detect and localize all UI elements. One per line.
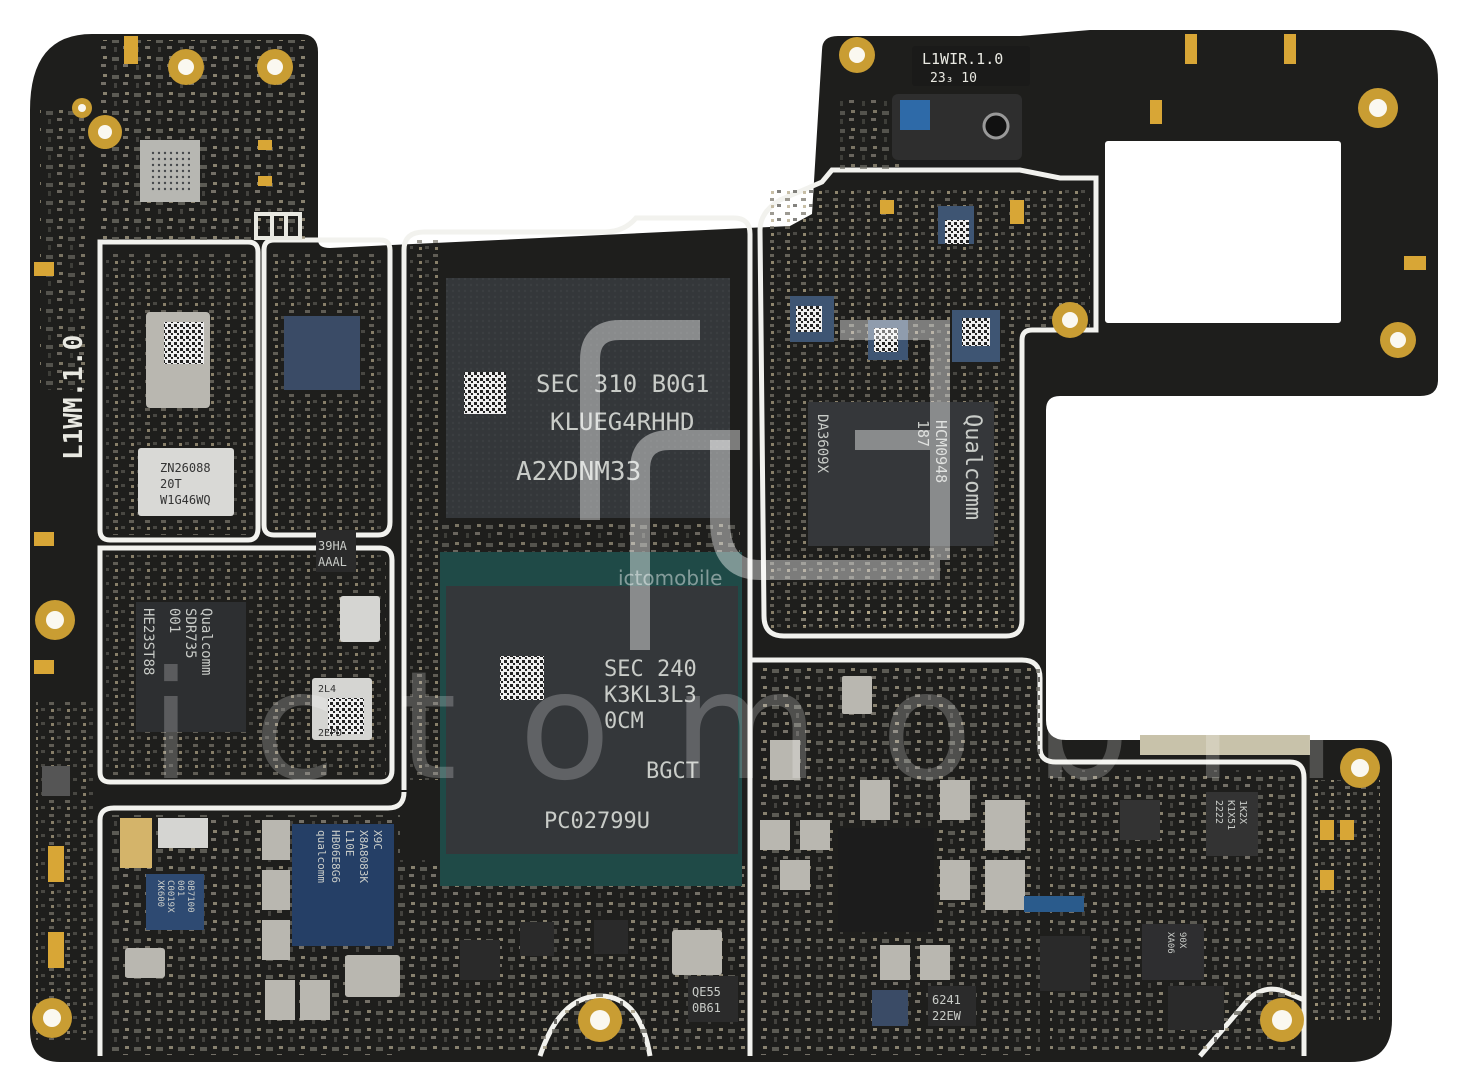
passive-components — [36, 40, 1380, 1055]
chip-small-d: QE55 0B61 — [688, 976, 738, 1022]
ram-line3: 0CM — [604, 709, 644, 734]
chip-small-f: 1K2X K1X51 2222 — [1213, 800, 1248, 830]
svg-text:001: 001 — [175, 880, 185, 896]
chip-small-a: ZN26088 20T W1G46WQ — [160, 461, 211, 507]
black-chip — [838, 828, 934, 932]
svg-text:90X: 90X — [1177, 932, 1187, 949]
mounting-holes — [32, 37, 1416, 1042]
svg-text:1K2X: 1K2X — [1237, 800, 1248, 824]
pmic-chip — [808, 402, 994, 546]
svg-text:22EW: 22EW — [932, 1009, 962, 1023]
transceiver-line1: Qualcomm — [198, 608, 214, 675]
storage-line3: A2XDNM33 — [516, 457, 641, 487]
svg-text:HB06E8G6: HB06E8G6 — [329, 830, 342, 883]
svg-text:XK600: XK600 — [155, 880, 165, 907]
svg-text:QE55: QE55 — [692, 985, 721, 999]
mainboard-label: L1WM.1.0 — [59, 335, 89, 460]
pmic-line4: DA3609X — [814, 414, 830, 474]
transceiver-line3: 001 — [166, 608, 182, 633]
svg-text:X9C: X9C — [371, 830, 384, 850]
svg-text:2222: 2222 — [1213, 800, 1224, 824]
chip-small-i: 90X XA06 — [1165, 932, 1187, 954]
subboard-label: L1WIR.1.0 — [922, 50, 1003, 68]
svg-text:AAAL: AAAL — [318, 555, 347, 569]
svg-text:W1G46WQ: W1G46WQ — [160, 493, 211, 507]
subboard-code: 23₃ 10 — [930, 71, 977, 86]
svg-text:XA06: XA06 — [1165, 932, 1175, 954]
silk-mark — [254, 212, 302, 240]
chip-small-c: 2L4 2EPD — [318, 684, 342, 739]
transceiver-line4: HE23ST88 — [140, 608, 156, 675]
pmic-line3: 187 — [914, 420, 932, 447]
ram-line4: BGCT — [646, 759, 699, 784]
chip-small-e: 6241 22EW — [928, 986, 976, 1026]
ram-line2: K3KL3L3 — [604, 683, 697, 708]
ram-line1: SEC 240 — [604, 657, 697, 682]
svg-text:K1X51: K1X51 — [1225, 800, 1236, 830]
ram-chip — [446, 586, 738, 854]
inductor — [120, 818, 152, 868]
svg-text:20T: 20T — [160, 477, 182, 491]
svg-text:0B7100: 0B7100 — [185, 880, 195, 913]
gold-pads — [34, 34, 1426, 968]
svg-text:39HA: 39HA — [318, 539, 348, 553]
svg-text:C0019X: C0019X — [165, 880, 175, 913]
svg-text:qualcomm: qualcomm — [315, 830, 328, 883]
svg-text:6241: 6241 — [932, 993, 961, 1007]
svg-text:X8A8083K: X8A8083K — [357, 830, 370, 883]
transceiver-line2: SDR735 — [182, 608, 198, 659]
svg-text:2L4: 2L4 — [318, 684, 336, 695]
svg-text:ZN26088: ZN26088 — [160, 461, 211, 475]
svg-text:2EPD: 2EPD — [318, 728, 342, 739]
storage-line2: KLUEG4RHHD — [550, 408, 695, 436]
transceiver-chip — [136, 602, 246, 732]
watermark-logo — [580, 320, 950, 650]
storage-line1: SEC 310 B0G1 — [536, 370, 709, 398]
ram-line5: PC02799U — [544, 809, 650, 834]
svg-text:0B61: 0B61 — [692, 1001, 721, 1015]
svg-text:L10E: L10E — [343, 830, 356, 857]
pmic-line1: Qualcomm — [960, 414, 985, 520]
chip-small-g: X9C X8A8083K L10E HB06E8G6 qualcomm — [315, 830, 384, 883]
chip-small-h: 0B7100 001 C0019X XK600 — [155, 880, 195, 913]
chip-small-b: 39HA AAAL — [318, 539, 348, 569]
camera-cutout — [1103, 139, 1343, 325]
chip-small-g-body — [292, 824, 394, 946]
pmic-line2: HCM0948 — [932, 420, 950, 483]
